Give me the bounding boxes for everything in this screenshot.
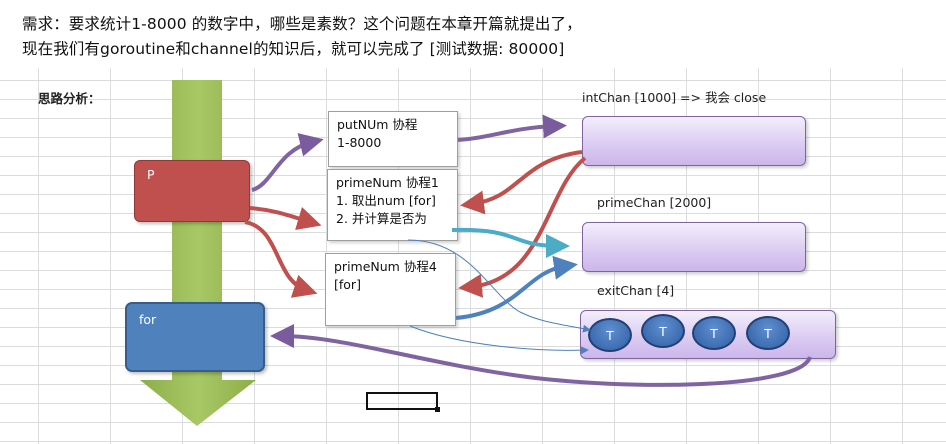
prime-num-goroutine-4-box: primeNum 协程4 [for] [325,253,456,326]
prime-num-goroutine-1-box: primeNum 协程1 1. 取出num [for] 2. 并计算是否为 [327,169,458,241]
exit-token-3: T [692,316,736,350]
prime-1-title: primeNum 协程1 [336,175,439,190]
arrow-p-to-put [251,133,324,192]
arrow-intchan-to-prime4 [458,156,587,298]
prime-chan-box [582,222,806,272]
arrow-prime4-to-exitchan [409,325,589,355]
exit-token-4: T [746,316,790,350]
requirement-line-1: 需求：要求统计1-8000 的数字中，哪些是素数？这个问题在本章开篇就提出了， [22,15,582,33]
put-num-range: 1-8000 [337,135,382,150]
arrow-exitchan-to-for [270,324,812,387]
main-for-box: for [125,302,265,372]
main-p-box: P [134,160,250,222]
arrow-put-to-intchan [457,114,567,142]
arrow-p-to-prime1 [249,206,322,231]
put-num-goroutine-box: putNUm 协程 1-8000 [328,111,458,167]
main-p-label: P [147,167,155,182]
prime-1-step-1: 1. 取出num [for] [336,193,436,208]
prime-4-title: primeNum 协程4 [334,259,437,274]
selected-cell[interactable] [366,392,440,412]
prime-1-step-2: 2. 并计算是否为 [336,211,427,226]
arrow-prime4-to-primechan [455,255,578,320]
put-num-title: putNUm 协程 [337,117,418,132]
arrow-prime1-to-exitchan [407,239,591,333]
arrow-p-to-prime4 [244,220,318,298]
prime-chan-label: primeChan [2000] [597,195,712,210]
exit-token-1: T [588,318,632,352]
main-for-label: for [139,312,157,327]
int-chan-label: intChan [1000] => 我会 close [582,90,767,105]
prime-4-step: [for] [334,277,361,292]
arrow-intchan-to-prime1 [460,150,583,215]
arrow-prime1-to-primechan [451,227,570,258]
int-chan-box [582,116,806,166]
exit-chan-label: exitChan [4] [597,283,675,298]
requirement-line-2: 现在我们有goroutine和channel的知识后，就可以完成了 [测试数据:… [22,40,565,58]
exit-token-2: T [641,314,685,348]
header-area [0,0,946,68]
analysis-label: 思路分析： [38,91,101,106]
